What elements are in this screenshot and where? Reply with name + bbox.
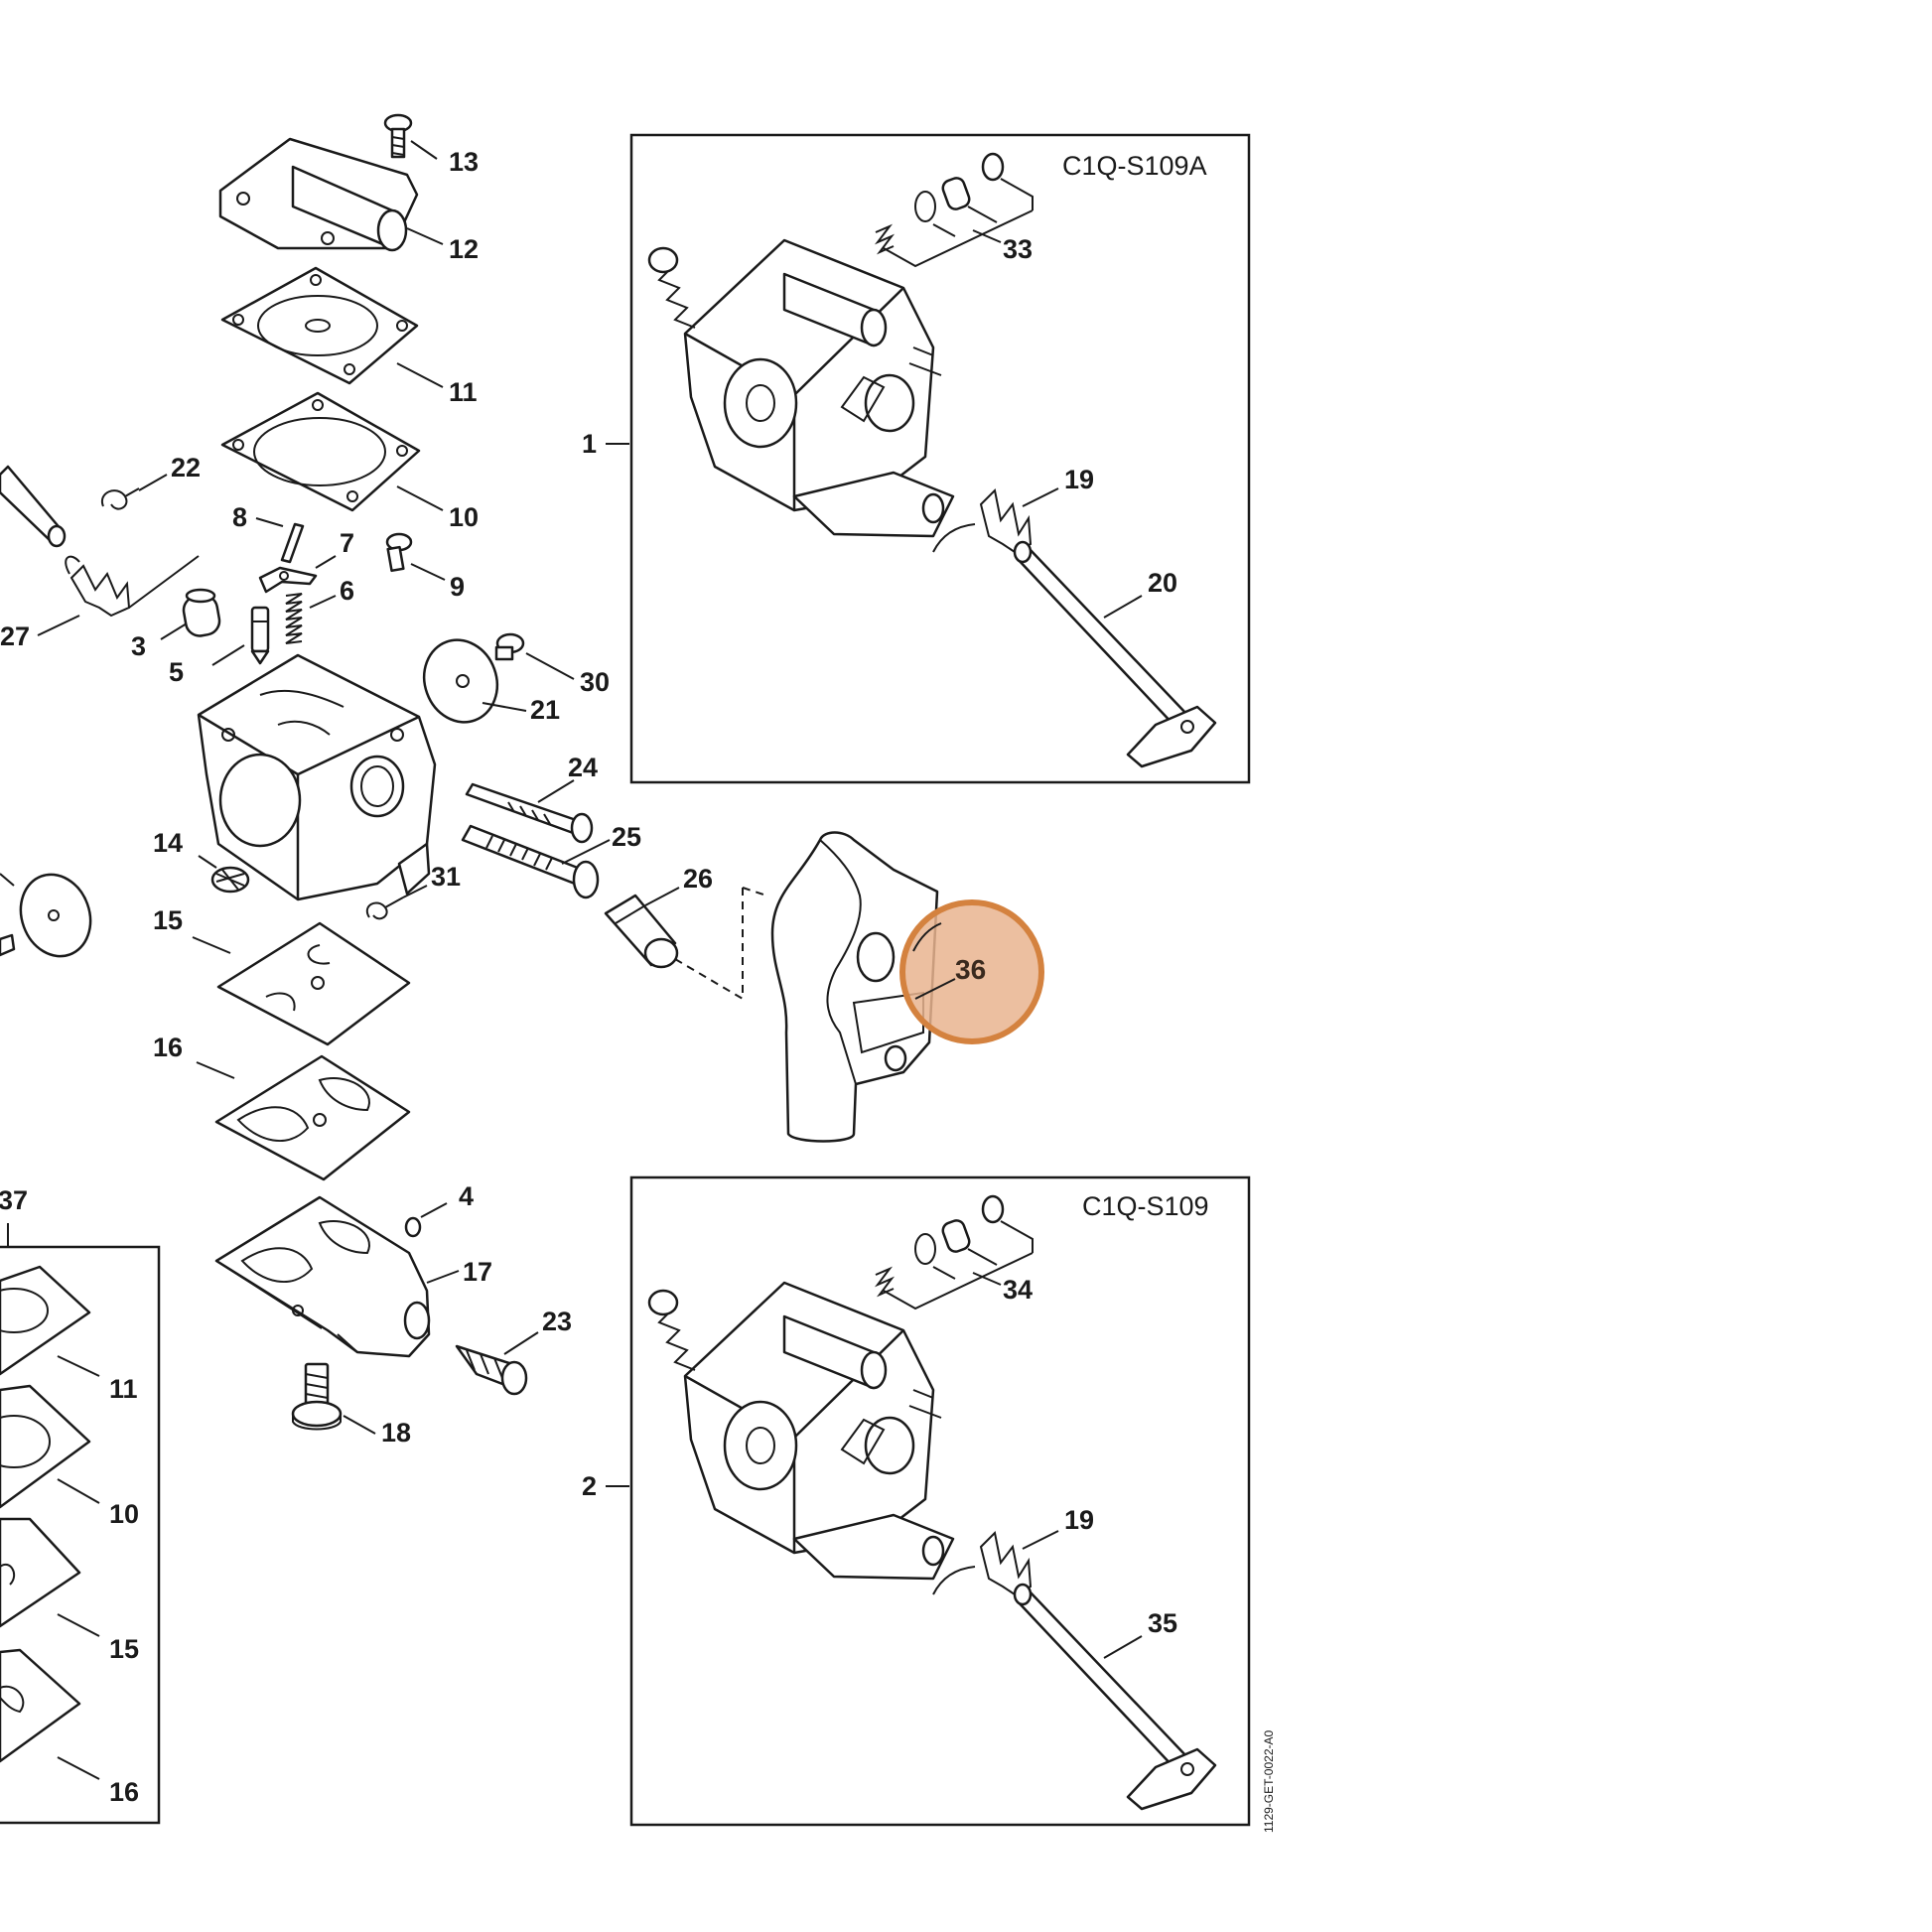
inset-1-spring-19[interactable]	[932, 487, 1033, 554]
label-17: 17	[463, 1257, 492, 1287]
disc-fragment	[0, 873, 92, 958]
inset-37-ref: 37	[0, 1185, 28, 1215]
label-7: 7	[340, 528, 354, 558]
intake-manifold[interactable]	[770, 831, 939, 1143]
inset-37-frame	[0, 1245, 161, 1825]
part-6-spring[interactable]	[285, 593, 303, 644]
label-5: 5	[169, 657, 184, 687]
label-3: 3	[131, 631, 146, 661]
part-18-screw[interactable]	[291, 1362, 343, 1431]
part-9-screw[interactable]	[385, 532, 413, 573]
inset-37-kit-parts[interactable]	[0, 1265, 91, 1763]
inset-2-spring-19[interactable]	[932, 1530, 1033, 1596]
inset-c1q-s109-frame	[629, 1175, 1251, 1827]
part-11-pump-diaphragm[interactable]	[220, 266, 419, 385]
shaft-fragment	[0, 465, 67, 548]
highlight-part-36[interactable]: 36	[899, 899, 1044, 1044]
inset-1-label-33: 33	[1003, 234, 1033, 264]
inset-2-shaft-35[interactable]	[1013, 1583, 1217, 1811]
label-26: 26	[683, 864, 713, 894]
label-30: 30	[580, 667, 610, 697]
part-12-pump-cover[interactable]	[218, 137, 419, 252]
inset-c1q-s109a-frame	[629, 133, 1251, 784]
label-11: 11	[449, 377, 478, 407]
label-13: 13	[449, 147, 479, 177]
label-6: 6	[340, 576, 354, 606]
inset-1-carburetor[interactable]	[647, 238, 955, 538]
part-23-pump-screw[interactable]	[455, 1344, 528, 1396]
inset-37-label-11: 11	[109, 1374, 138, 1404]
inset-1-shaft-20[interactable]	[1013, 540, 1217, 768]
part-15-metering-diaphragm[interactable]	[216, 921, 411, 1046]
part-16-gasket[interactable]	[214, 1054, 411, 1181]
inset-1-ref: 1	[582, 429, 597, 459]
inset-2-label-34: 34	[1003, 1275, 1033, 1305]
inset-37-label-15: 15	[109, 1634, 139, 1664]
label-4: 4	[459, 1181, 474, 1211]
inset-2-ref: 2	[582, 1471, 597, 1501]
part-26-limiter-cap[interactable]	[604, 894, 679, 969]
label-24: 24	[568, 753, 598, 782]
part-7-inlet-lever[interactable]	[258, 566, 318, 594]
label-16: 16	[153, 1033, 183, 1062]
part-22-clip[interactable]	[100, 487, 140, 510]
inset-2-kit-34[interactable]	[874, 1194, 1034, 1311]
part-31-clip[interactable]	[366, 897, 404, 920]
part-8-pin[interactable]	[280, 522, 305, 564]
label-25: 25	[612, 822, 641, 852]
label-8: 8	[232, 502, 247, 532]
label-14: 14	[153, 828, 183, 858]
part-13-screw[interactable]	[383, 113, 413, 159]
part-14-fuel-screen[interactable]	[210, 866, 250, 894]
label-18: 18	[381, 1418, 411, 1448]
label-27: 27	[0, 621, 30, 651]
part-21-throttle-plate[interactable]	[413, 629, 508, 733]
carburetor-body[interactable]	[197, 653, 437, 901]
part-24-adjusting-screw[interactable]	[465, 782, 594, 844]
inset-1-label-19: 19	[1064, 465, 1094, 494]
label-36: 36	[955, 954, 986, 985]
part-30-screw[interactable]	[494, 632, 525, 661]
label-21: 21	[530, 695, 560, 725]
part-27-spring[interactable]	[65, 555, 200, 618]
label-23: 23	[542, 1307, 572, 1336]
label-10: 10	[449, 502, 479, 532]
label-12: 12	[449, 234, 479, 264]
part-25-adjusting-screw[interactable]	[461, 824, 600, 899]
part-4-check-valve[interactable]	[404, 1216, 422, 1238]
part-17-metering-cover[interactable]	[214, 1195, 431, 1358]
inset-37-label-10: 10	[109, 1499, 139, 1529]
inset-1-label-20: 20	[1148, 568, 1177, 598]
document-id: 1129-GET-0022-A0	[1262, 1730, 1276, 1833]
part-10-gasket[interactable]	[220, 391, 421, 512]
part-5-inlet-needle[interactable]	[250, 606, 270, 665]
label-9: 9	[450, 572, 465, 602]
inset-2-label-35: 35	[1148, 1608, 1177, 1638]
inset-1-code: C1Q-S109A	[1062, 151, 1207, 181]
inset-2-label-19: 19	[1064, 1505, 1094, 1535]
label-15: 15	[153, 905, 183, 935]
part-3-cap[interactable]	[182, 588, 221, 638]
label-31: 31	[431, 862, 461, 892]
inset-1-kit-33[interactable]	[874, 152, 1034, 268]
label-22: 22	[171, 453, 201, 483]
inset-2-code: C1Q-S109	[1082, 1191, 1209, 1221]
inset-2-carburetor[interactable]	[647, 1281, 955, 1581]
inset-37-label-16: 16	[109, 1777, 139, 1807]
